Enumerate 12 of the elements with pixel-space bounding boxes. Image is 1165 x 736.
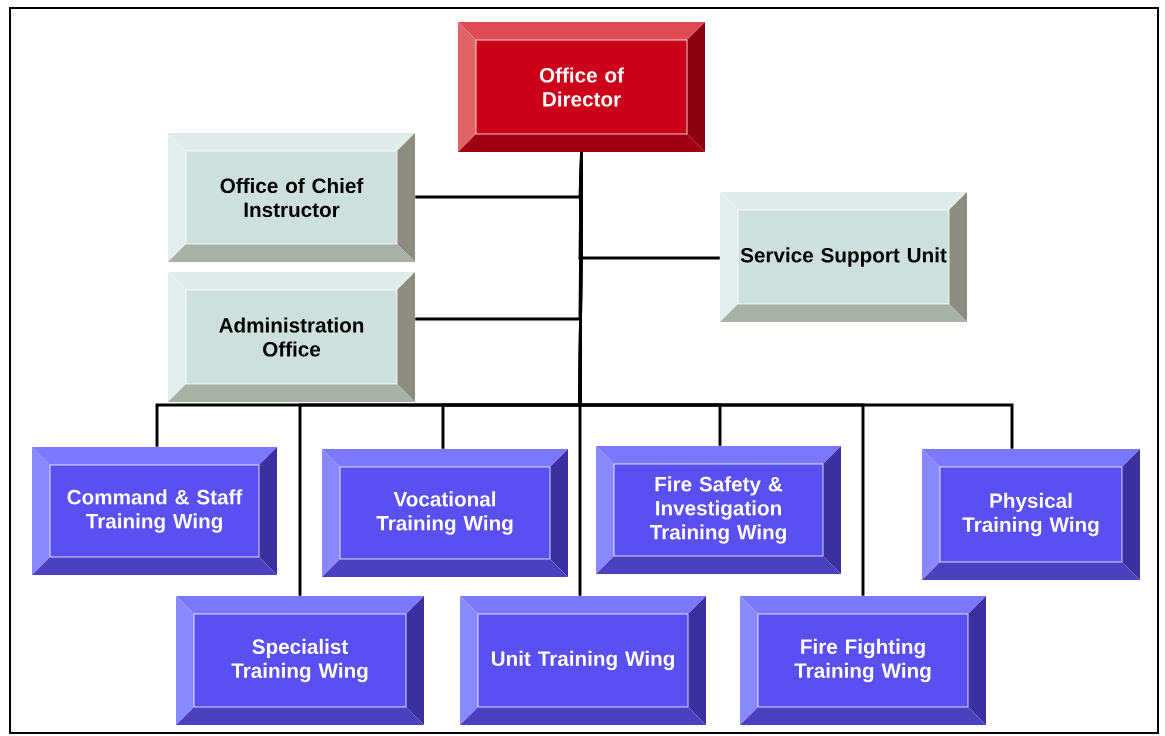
org-box: Fire Fighting Training Wing: [740, 596, 986, 725]
org-box: Vocational Training Wing: [322, 449, 568, 577]
org-box: Service Support Unit: [720, 192, 967, 322]
org-box: Administration Office: [168, 272, 415, 402]
org-box: Office of Director: [458, 22, 705, 152]
org-box: Specialist Training Wing: [176, 596, 424, 725]
org-box: Command & Staff Training Wing: [32, 447, 277, 575]
connector-line: [578, 152, 865, 596]
org-box: Fire Safety & Investigation Training Wing: [596, 446, 841, 574]
org-box: Unit Training Wing: [460, 596, 706, 725]
org-box: Physical Training Wing: [922, 449, 1140, 580]
org-box: Office of Chief Instructor: [168, 133, 415, 262]
